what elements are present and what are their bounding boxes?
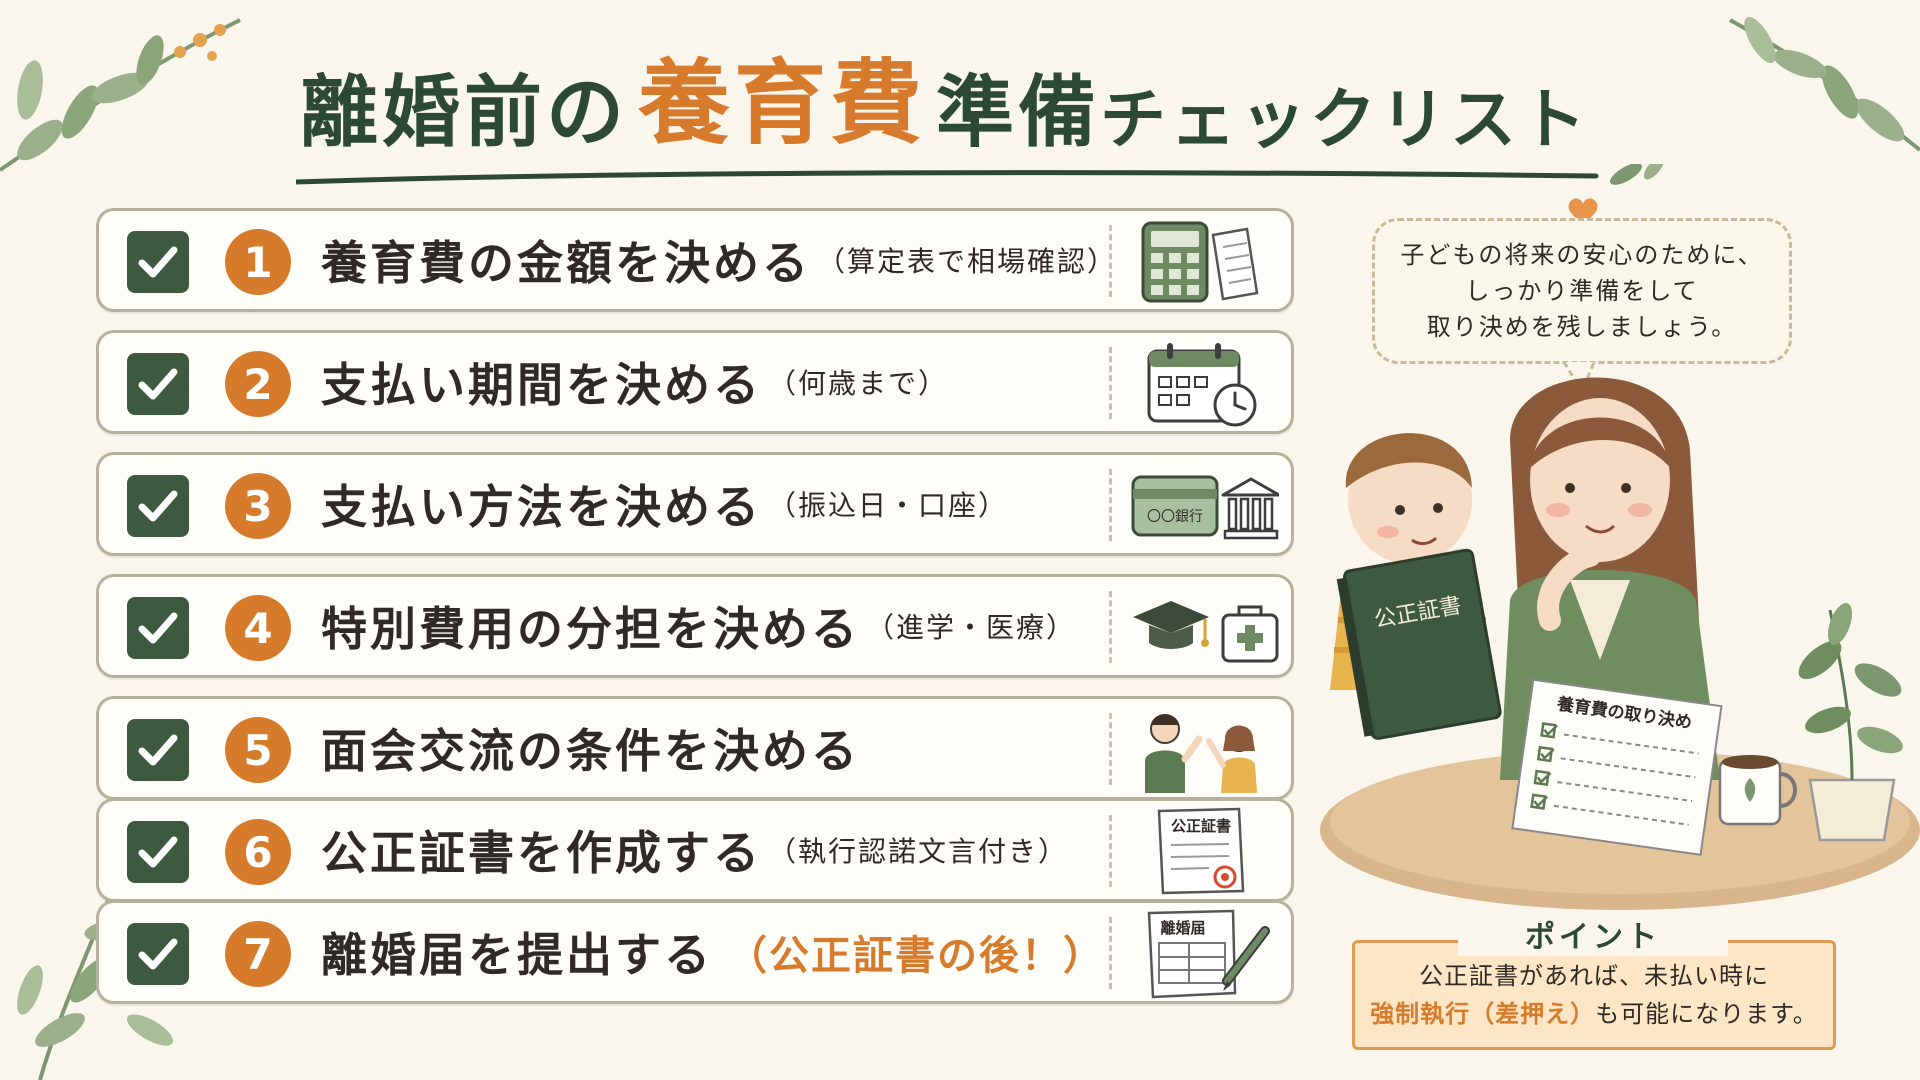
item-note: （執行認諾文言付き）	[768, 835, 1069, 868]
point-line-2: 強制執行（差押え）も可能になります。	[1370, 995, 1818, 1033]
item-title: 離婚届を提出する	[321, 928, 713, 982]
point-line-1: 公正証書があれば、未払い時に	[1419, 962, 1769, 990]
divorce-form-label: 離婚届	[1160, 919, 1205, 937]
checkbox-checked-icon	[127, 923, 189, 985]
item-number: 3	[225, 473, 291, 539]
item-title: 養育費の金額を決める	[321, 236, 811, 290]
speech-bubble: 子どもの将来の安心のために、 しっかり準備をして 取り決めを残しましょう。	[1372, 218, 1792, 364]
title-accent: 養育費	[638, 50, 927, 157]
point-box: 公正証書があれば、未払い時に 強制執行（差押え）も可能になります。	[1352, 940, 1836, 1050]
item-note: （進学・医療）	[866, 611, 1077, 644]
checkbox-checked-icon	[127, 597, 189, 659]
item-note: （振込日・口座）	[768, 489, 1009, 522]
calendar-clock-icon	[1147, 343, 1257, 427]
title-underline	[296, 164, 1665, 185]
checkbox-checked-icon	[127, 231, 189, 293]
parent-child-icon	[1145, 714, 1257, 793]
checklist-item-2: 2 支払い期間を決める（何歳まで）	[96, 330, 1294, 434]
item-note: （何歳まで）	[768, 367, 949, 400]
checklist-item-6: 6 公正証書を作成する（執行認諾文言付き） 公正証書	[96, 798, 1294, 902]
item-number: 4	[225, 595, 291, 661]
title-part3: チェックリスト	[1100, 81, 1591, 158]
mother-child-illustration: 公正証書 養育費の取り決め	[1320, 377, 1920, 910]
item-number: 7	[225, 921, 291, 987]
notarized-document-icon: 公正証書	[1157, 807, 1245, 895]
bank-card-icon: 〇〇銀行	[1131, 475, 1279, 540]
point-title-text: ポイント	[1525, 920, 1661, 955]
checkbox-checked-icon	[127, 353, 189, 415]
divorce-form-icon: 離婚届	[1147, 909, 1270, 999]
item-number: 2	[225, 351, 291, 417]
item-note: （公正証書の後！）	[727, 933, 1105, 979]
calculator-icon	[1141, 221, 1259, 303]
heart-icon	[1568, 198, 1598, 224]
deed-icon-label: 公正証書	[1171, 817, 1231, 835]
item-title: 公正証書を作成する	[321, 826, 762, 880]
bubble-line-1: 子どもの将来の安心のために、	[1400, 241, 1764, 269]
page-title: 離婚前の 養育費 準備 チェックリスト	[300, 50, 1591, 162]
leaf-branch-top-right-icon	[1729, 16, 1920, 152]
leaf-branch-top-left-icon	[0, 18, 241, 172]
checklist-item-7: 7 離婚届を提出する （公正証書の後！） 離婚届	[96, 900, 1294, 1004]
item-title: 支払い方法を決める	[321, 480, 762, 534]
graduation-medical-icon	[1133, 601, 1279, 663]
checkbox-checked-icon	[127, 821, 189, 883]
item-title: 支払い期間を決める	[321, 358, 762, 412]
row-divider	[1109, 347, 1112, 419]
checklist-item-1: 1 養育費の金額を決める（算定表で相場確認）	[96, 208, 1294, 312]
item-number: 6	[225, 819, 291, 885]
checklist-item-3: 3 支払い方法を決める（振込日・口座） 〇〇銀行	[96, 452, 1294, 556]
point-line-2-rest: も可能になります。	[1595, 1000, 1818, 1028]
item-title: 特別費用の分担を決める	[321, 602, 860, 656]
title-part1: 離婚前の	[300, 68, 629, 158]
item-number: 5	[225, 717, 291, 783]
checkbox-checked-icon	[127, 719, 189, 781]
row-divider	[1109, 591, 1112, 663]
title-part2: 準備	[936, 68, 1101, 158]
row-divider	[1109, 225, 1112, 297]
bank-card-label: 〇〇銀行	[1147, 509, 1203, 525]
row-divider	[1109, 815, 1112, 887]
checkbox-checked-icon	[127, 475, 189, 537]
item-number: 1	[225, 229, 291, 295]
row-divider	[1109, 469, 1112, 541]
bubble-line-3: 取り決めを残しましょう。	[1426, 313, 1738, 341]
row-divider	[1109, 713, 1112, 785]
item-note: （算定表で相場確認）	[817, 245, 1118, 278]
row-divider	[1109, 917, 1112, 989]
point-line-2-accent: 強制執行（差押え）	[1370, 1000, 1596, 1028]
item-title: 面会交流の条件を決める	[321, 724, 860, 778]
point-heading: ポイント	[1458, 912, 1728, 956]
checklist-item-4: 4 特別費用の分担を決める（進学・医療）	[96, 574, 1294, 678]
bubble-line-2: しっかり準備をして	[1465, 277, 1699, 305]
checklist-item-5: 5 面会交流の条件を決める	[96, 696, 1294, 800]
